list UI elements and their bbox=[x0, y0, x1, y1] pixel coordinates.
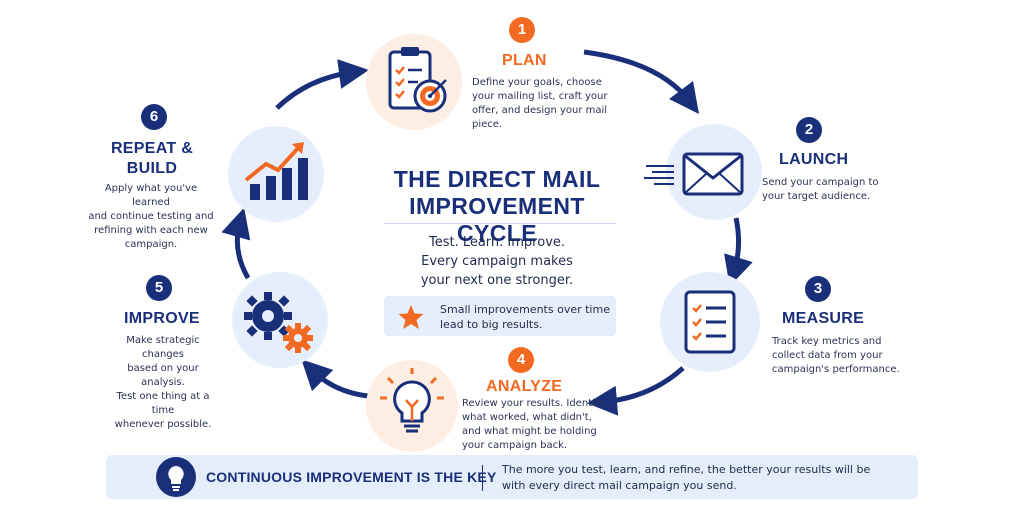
title-divider bbox=[384, 223, 616, 224]
arrow-analyze-to-improve bbox=[301, 359, 369, 399]
step-5-title: IMPROVE bbox=[124, 310, 200, 327]
growth-chart-icon bbox=[244, 142, 308, 200]
envelope-icon bbox=[682, 152, 744, 196]
bottom-divider bbox=[482, 465, 483, 491]
gears-icon bbox=[244, 292, 313, 353]
improve-icon-circle bbox=[232, 272, 328, 368]
measure-icon-circle bbox=[660, 272, 760, 372]
step-3-title: MEASURE bbox=[782, 310, 865, 327]
arrow-launch-to-measure bbox=[724, 217, 753, 287]
step-3-number: 3 bbox=[805, 276, 831, 302]
step-1-number: 1 bbox=[509, 17, 535, 43]
tagline: Test. Learn. Improve.Every campaign make… bbox=[420, 235, 574, 288]
bottom-heading: CONTINUOUS IMPROVEMENT IS THE KEY bbox=[206, 469, 497, 485]
step-2-number: 2 bbox=[796, 117, 822, 143]
bulb-badge-icon bbox=[156, 457, 196, 497]
repeat-icon-circle bbox=[228, 126, 324, 222]
step-5-number: 5 bbox=[146, 275, 172, 301]
step-6-number: 6 bbox=[141, 104, 167, 130]
arrow-plan-to-launch bbox=[583, 49, 700, 114]
arrow-improve-to-repeat bbox=[221, 207, 251, 280]
step-4-number: 4 bbox=[508, 347, 534, 373]
star-icon bbox=[398, 305, 424, 329]
step-2-title: LAUNCH bbox=[779, 151, 849, 168]
bottom-banner: CONTINUOUS IMPROVEMENT IS THE KEY The mo… bbox=[106, 455, 918, 499]
step-4-title: ANALYZE bbox=[486, 378, 563, 395]
bottom-text: The more you test, learn, and refine, th… bbox=[502, 463, 871, 492]
step-1-title: PLAN bbox=[502, 52, 547, 69]
checklist-icon bbox=[684, 290, 736, 354]
step-6-title: REPEAT &BUILD bbox=[110, 140, 194, 177]
arrow-repeat-to-plan bbox=[275, 59, 369, 110]
speed-lines-icon bbox=[644, 165, 674, 185]
plan-icon-circle bbox=[366, 34, 462, 130]
analyze-icon-circle bbox=[366, 360, 458, 452]
lightbulb-icon bbox=[380, 368, 444, 433]
arrow-measure-to-analyze bbox=[587, 366, 685, 416]
launch-icon-circle bbox=[666, 124, 762, 220]
clipboard-target-icon bbox=[388, 47, 447, 113]
